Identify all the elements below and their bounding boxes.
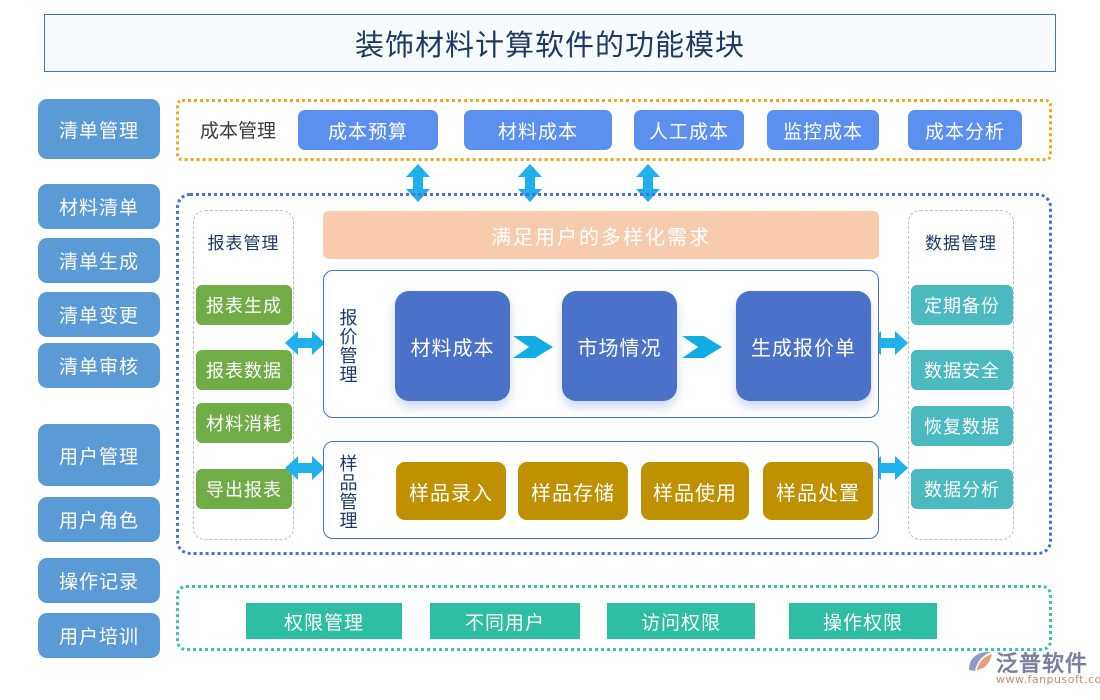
sample-management-label: 样品管理 [336,454,358,530]
logo-mark-icon [966,648,994,676]
cost-management-container [176,99,1052,161]
flow-step-material-cost[interactable]: 材料成本 [395,291,510,401]
page-title-bar: 装饰材料计算软件的功能模块 [44,14,1056,72]
report-chip-data[interactable]: 报表数据 [196,350,292,390]
flow-step-generate-quotation[interactable]: 生成报价单 [736,291,871,401]
report-chip-material-consumption[interactable]: 材料消耗 [196,403,292,443]
sidebar-item-material-list[interactable]: 材料清单 [38,184,160,229]
sample-button-usage[interactable]: 样品使用 [641,462,749,520]
data-chip-restore-data[interactable]: 恢复数据 [911,406,1013,446]
logo-name: 泛普软件 [996,652,1089,677]
main-module-container [176,193,1052,555]
sidebar-item-operation-log[interactable]: 操作记录 [38,558,160,603]
chevron-right-icon [682,331,728,363]
sidebar-item-user-management[interactable]: 用户管理 [38,424,160,486]
cost-button-material-cost[interactable]: 材料成本 [464,110,612,150]
permission-button-operation[interactable]: 操作权限 [789,603,937,639]
report-management-header: 报表管理 [207,233,280,254]
permission-container [176,585,1052,651]
permission-button-management[interactable]: 权限管理 [246,603,402,639]
data-management-header: 数据管理 [925,233,997,254]
sidebar-item-list-generation[interactable]: 清单生成 [38,238,160,283]
sidebar-item-user-role[interactable]: 用户角色 [38,497,160,542]
sample-button-storage[interactable]: 样品存储 [518,462,628,520]
report-chip-export[interactable]: 导出报表 [196,469,292,509]
vertical-double-arrow-icon [516,164,544,202]
user-needs-banner: 满足用户的多样化需求 [323,211,879,259]
vertical-double-arrow-icon [404,164,432,202]
brand-logo: 泛普软件 www.fanpusoft.com [966,646,1100,692]
horizontal-double-arrow-icon [285,330,325,356]
sidebar-item-user-training[interactable]: 用户培训 [38,613,160,658]
cost-management-label: 成本管理 [199,119,276,142]
logo-url: www.fanpusoft.com [996,673,1100,686]
report-chip-generate[interactable]: 报表生成 [196,285,292,325]
data-chip-scheduled-backup[interactable]: 定期备份 [911,285,1013,325]
sidebar-item-list-change[interactable]: 清单变更 [38,292,160,337]
cost-button-budget[interactable]: 成本预算 [298,110,438,150]
sidebar-item-inventory-management[interactable]: 清单管理 [38,99,160,159]
horizontal-double-arrow-icon [285,455,325,481]
sample-button-entry[interactable]: 样品录入 [396,462,506,520]
vertical-double-arrow-icon [634,164,662,202]
sample-button-disposal[interactable]: 样品处置 [763,462,873,520]
cost-button-monitor-cost[interactable]: 监控成本 [767,110,879,150]
permission-button-different-users[interactable]: 不同用户 [430,603,580,639]
data-chip-data-analysis[interactable]: 数据分析 [911,469,1013,509]
sidebar-item-list-review[interactable]: 清单审核 [38,343,160,388]
page-title: 装饰材料计算软件的功能模块 [354,28,745,62]
quote-management-label: 报价管理 [336,308,358,384]
cost-button-labor-cost[interactable]: 人工成本 [634,110,744,150]
data-chip-data-security[interactable]: 数据安全 [911,350,1013,390]
permission-button-access[interactable]: 访问权限 [607,603,755,639]
flow-step-market-situation[interactable]: 市场情况 [562,291,677,401]
cost-button-cost-analysis[interactable]: 成本分析 [908,110,1022,150]
chevron-right-icon [513,331,559,363]
